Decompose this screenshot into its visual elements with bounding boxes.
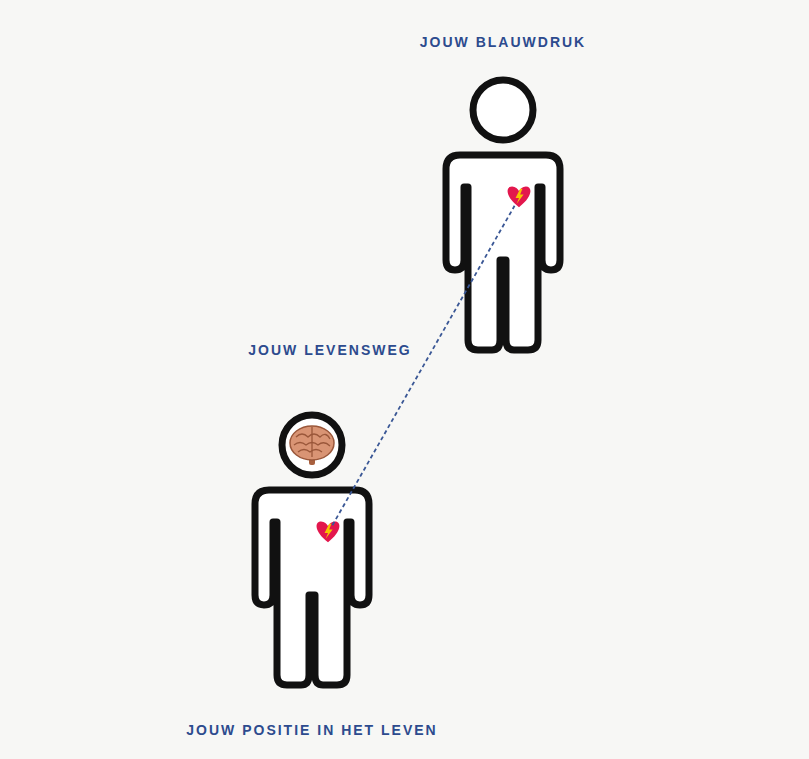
figure-head xyxy=(473,80,533,140)
figure-outline xyxy=(438,75,568,360)
lightning-bolt xyxy=(516,189,524,204)
figure-heading: JOUW POSITIE IN HET LEVEN xyxy=(182,721,442,739)
brain-fold xyxy=(296,434,330,439)
figure-body xyxy=(446,155,560,350)
brain-fold xyxy=(298,450,322,453)
path-label: JOUW LEVENSWEG xyxy=(248,341,411,359)
person-figure: JOUW POSITIE IN HET LEVEN xyxy=(182,400,442,750)
heart-shape xyxy=(508,187,531,208)
brain-shape xyxy=(290,426,334,460)
figure-heading: JOUW BLAUWDRUK xyxy=(373,33,633,51)
life-path-line xyxy=(332,206,514,525)
heart-shape xyxy=(317,522,340,543)
heart-icon xyxy=(508,187,531,208)
heart-icon xyxy=(317,522,340,543)
figure-head xyxy=(282,415,342,475)
brain-fold xyxy=(311,427,312,457)
lightning-bolt xyxy=(325,524,333,539)
figure-body xyxy=(255,490,369,685)
brain-icon xyxy=(290,426,334,465)
figure-outline xyxy=(247,410,377,695)
person-figure: JOUW BLAUWDRUK xyxy=(373,25,633,350)
